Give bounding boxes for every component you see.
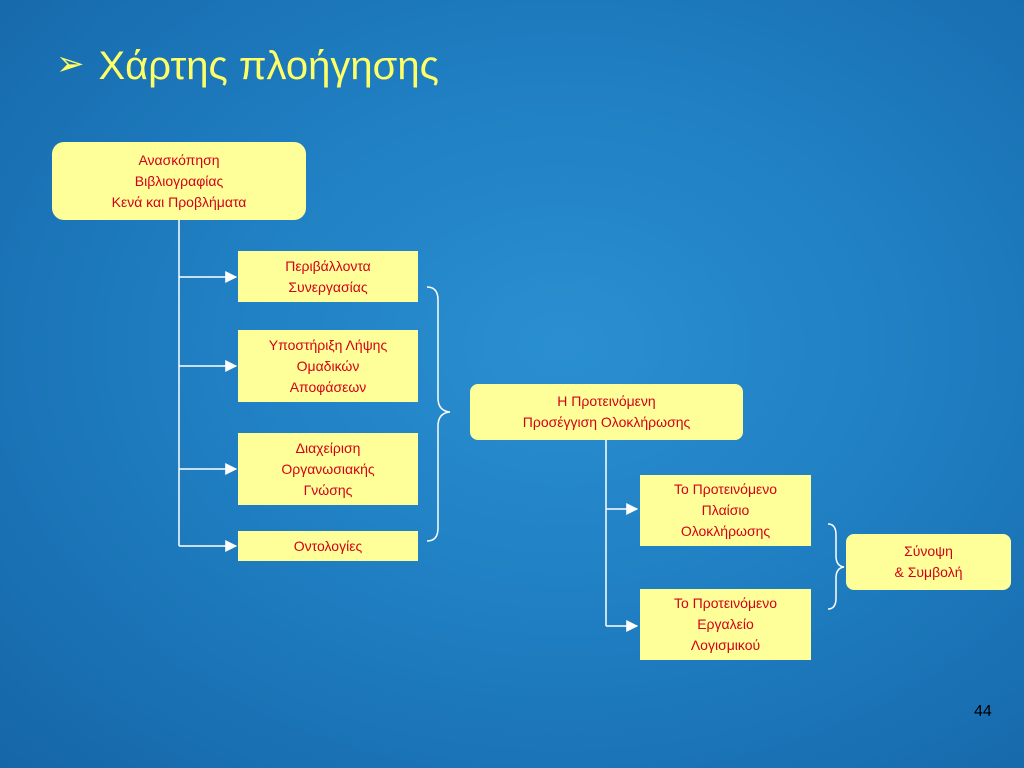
brace-results bbox=[827, 523, 845, 610]
node-literature-review: Ανασκόπηση Βιβλιογραφίας Κενά και Προβλή… bbox=[52, 142, 306, 220]
slide-title-text: Χάρτης πλοήγησης bbox=[98, 44, 439, 88]
brace-topics bbox=[426, 286, 451, 542]
node-proposed-framework: Το Προτεινόμενο Πλαίσιο Ολοκλήρωσης bbox=[640, 475, 811, 546]
slide-title: ➢ Χάρτης πλοήγησης bbox=[56, 44, 439, 89]
node-summary-contribution: Σύνοψη & Συμβολή bbox=[846, 534, 1011, 590]
page-number: 44 bbox=[974, 703, 992, 720]
node-knowledge-management: Διαχείριση Οργανωσιακής Γνώσης bbox=[238, 433, 418, 505]
node-proposed-software-tool: Το Προτεινόμενο Εργαλείο Λογισμικού bbox=[640, 589, 811, 660]
node-ontologies: Οντολογίες bbox=[238, 531, 418, 561]
node-group-decision-support: Υποστήριξη Λήψης Ομαδικών Αποφάσεων bbox=[238, 330, 418, 402]
node-collaboration-environments: Περιβάλλοντα Συνεργασίας bbox=[238, 251, 418, 302]
node-proposed-approach: Η Προτεινόμενη Προσέγγιση Ολοκλήρωσης bbox=[470, 384, 743, 440]
arrow-bullet-icon: ➢ bbox=[56, 45, 85, 83]
